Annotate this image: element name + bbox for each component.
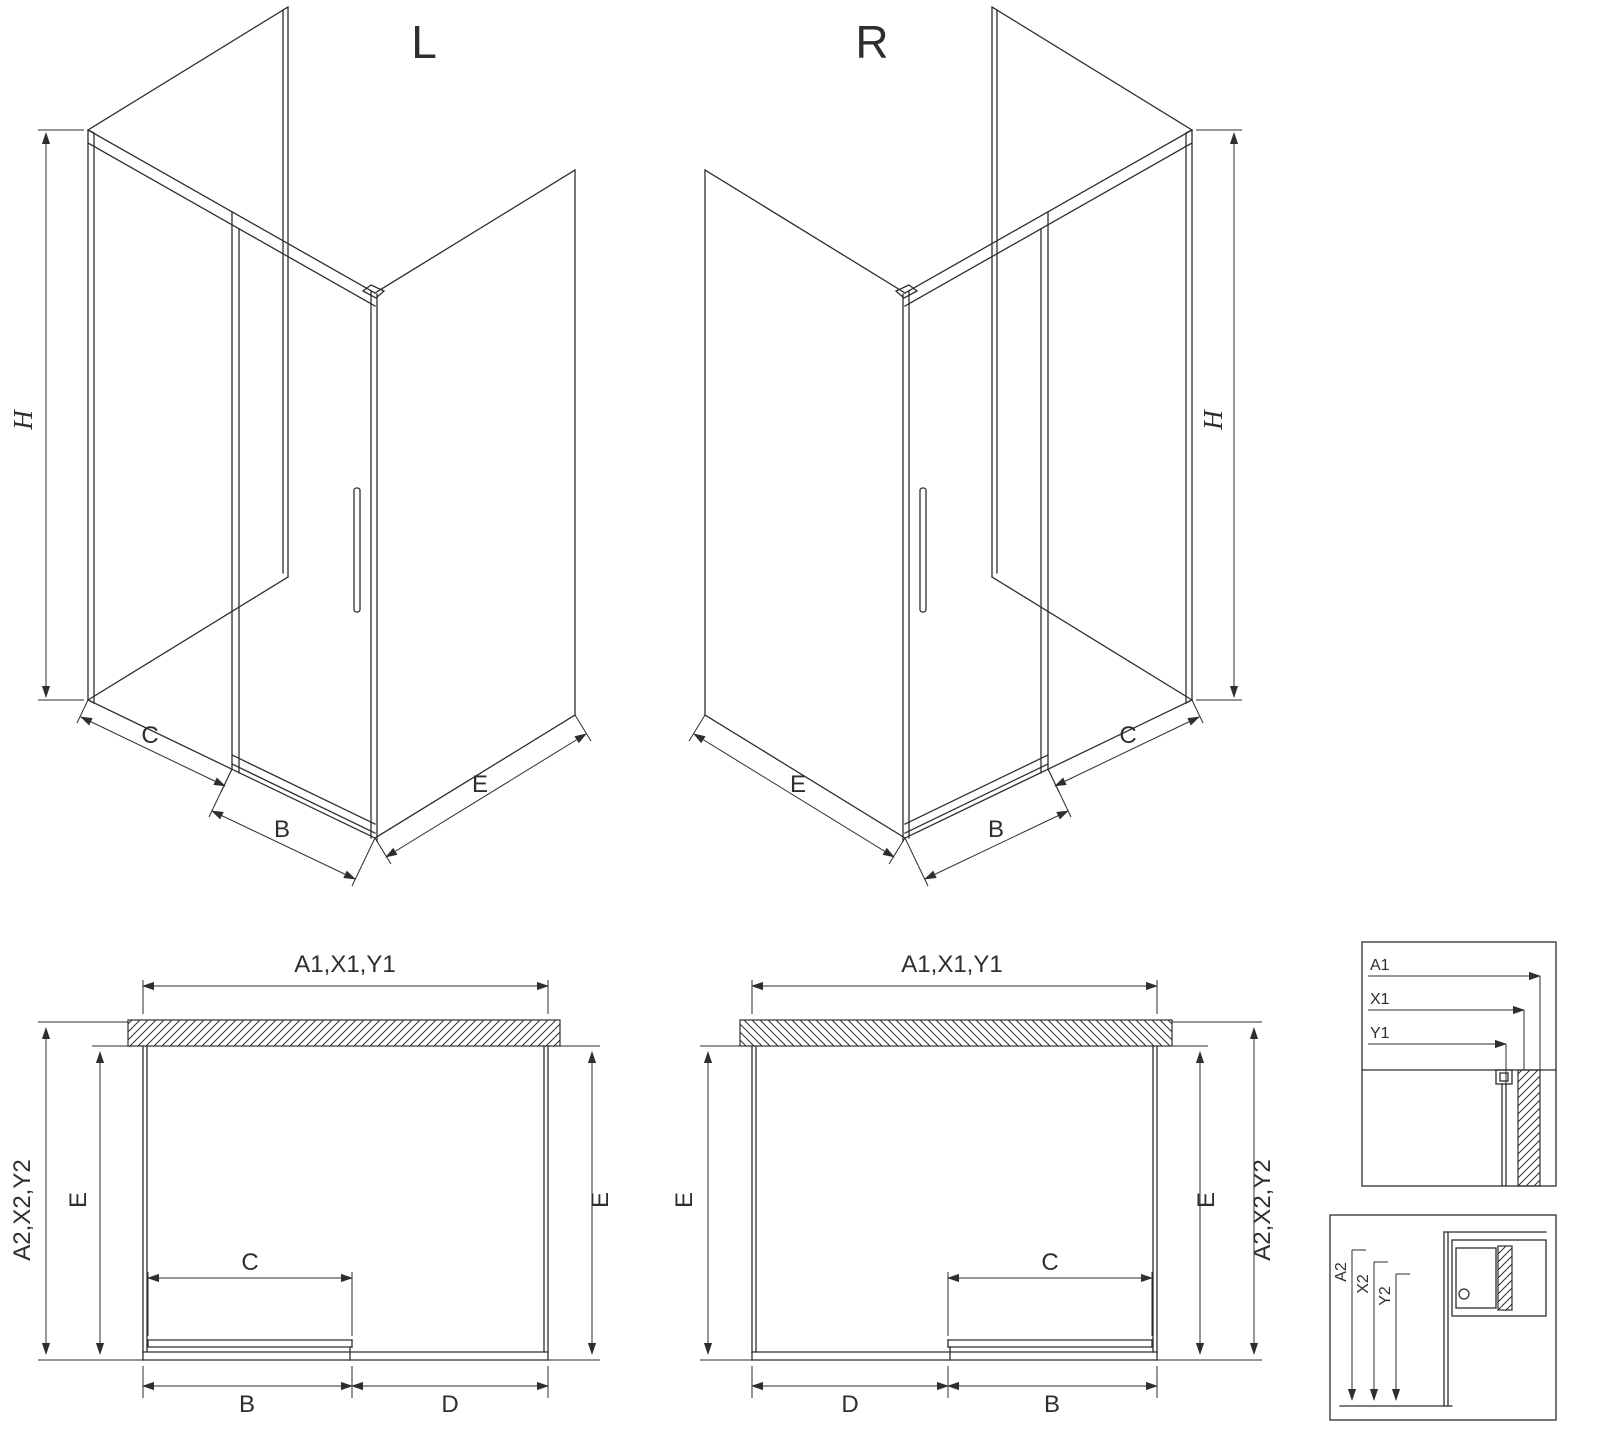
plan-left-dim-d-label: D <box>441 1391 458 1418</box>
plan-right-dim-top-label: A1,X1,Y1 <box>901 951 1002 978</box>
plan-left-dim-c-label: C <box>241 1249 258 1276</box>
plan-right-dim-e-left-label: E <box>671 1192 698 1208</box>
detail-bottom-dim-x2-label: X2 <box>1355 1274 1372 1294</box>
plan-right-dim-d-label: D <box>841 1391 858 1418</box>
detail-top-dim-y1-label: Y1 <box>1370 1025 1390 1042</box>
iso-right-dim-e-label: E <box>790 771 806 798</box>
plan-right-linework <box>700 980 1262 1398</box>
iso-left-dim-h-label: H <box>8 409 38 431</box>
plan-left-dim-top-label: A1,X1,Y1 <box>294 951 395 978</box>
plan-right-dim-side-label: A2,X2,Y2 <box>1249 1159 1276 1260</box>
plan-left-linework <box>38 980 600 1398</box>
plan-left-dim-e-right-label: E <box>587 1192 614 1208</box>
iso-left-linework <box>38 6 592 887</box>
detail-top-drawing: A1 X1 Y1 <box>1361 941 1557 1187</box>
plan-right-dim-b-label: B <box>1044 1391 1060 1418</box>
detail-bottom-drawing: A2 X2 Y2 <box>1329 1214 1557 1421</box>
iso-left-title: L <box>411 16 437 68</box>
detail-bottom-dim-y2-label: Y2 <box>1377 1286 1394 1306</box>
iso-right-dim-h-label: H <box>1198 409 1228 431</box>
iso-right-dim-b-label: B <box>988 816 1004 843</box>
plan-left-dim-e-left-label: E <box>65 1192 92 1208</box>
plan-left-dim-b-label: B <box>239 1391 255 1418</box>
iso-left-dim-b-label: B <box>274 816 290 843</box>
iso-right-dim-c-label: C <box>1119 722 1136 749</box>
plan-right-dim-e-right-label: E <box>1193 1192 1220 1208</box>
iso-left-dim-c-label: C <box>141 722 158 749</box>
iso-right-linework <box>689 7 1242 886</box>
iso-left-dim-e-label: E <box>472 771 488 798</box>
plan-right-dim-c-label: C <box>1041 1249 1058 1276</box>
iso-right-title: R <box>855 16 888 68</box>
detail-bottom-dim-a2-label: A2 <box>1333 1262 1350 1282</box>
detail-top-dim-a1-label: A1 <box>1370 957 1390 974</box>
detail-top-dim-x1-label: X1 <box>1370 991 1390 1008</box>
plan-left-dim-side-label: A2,X2,Y2 <box>9 1159 36 1260</box>
